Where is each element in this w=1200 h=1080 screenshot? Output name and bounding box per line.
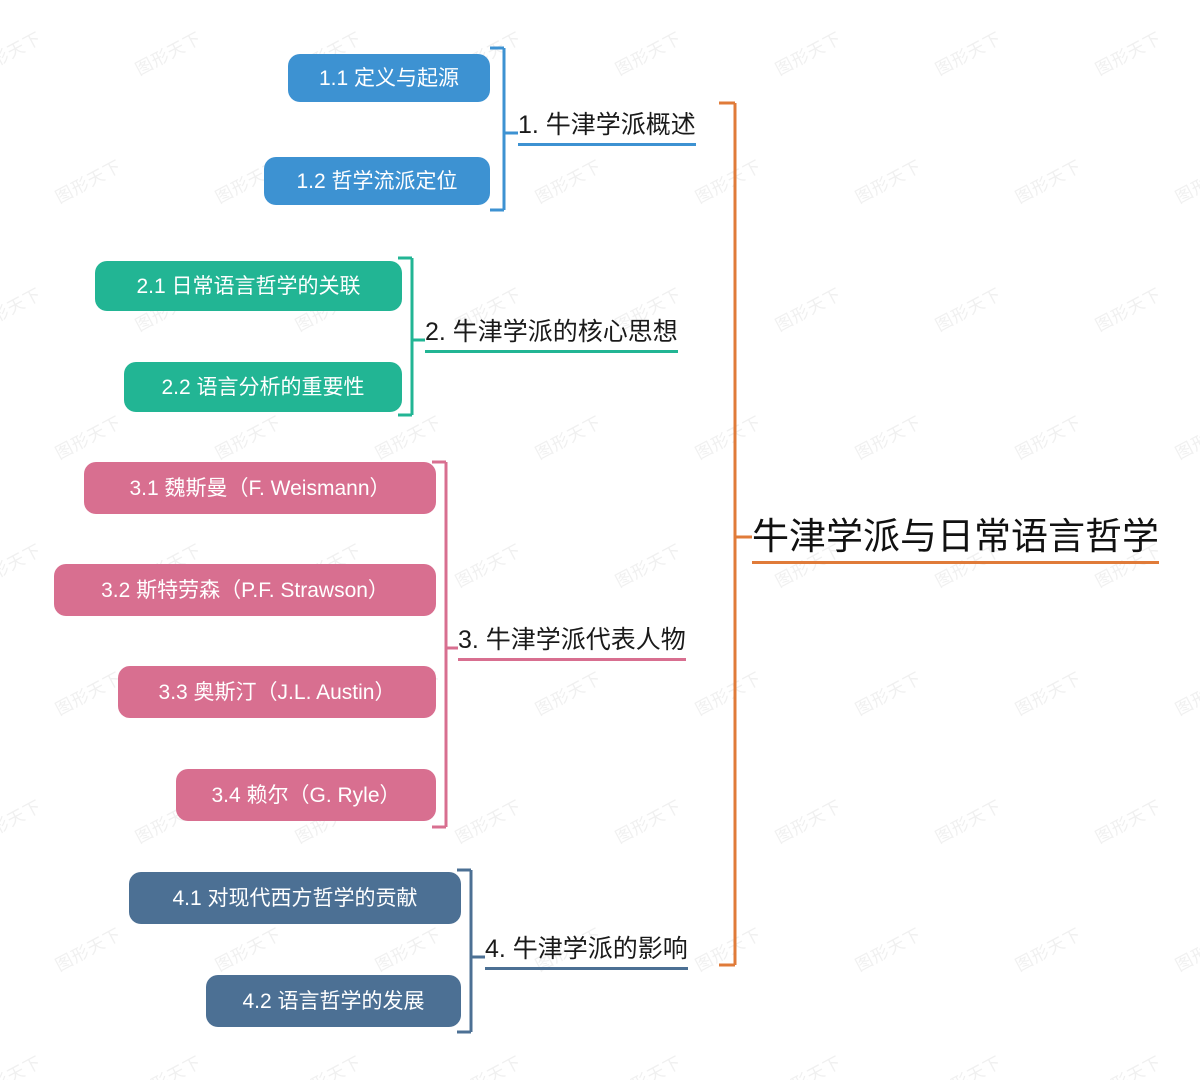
watermark-text: 图形天下 (292, 1052, 366, 1080)
watermark-text: 图形天下 (372, 412, 446, 465)
leaf-node[interactable]: 3.1 魏斯曼（F. Weismann） (84, 462, 436, 514)
watermark-text: 图形天下 (772, 1052, 846, 1080)
watermark-text: 图形天下 (52, 412, 126, 465)
watermark-text: 图形天下 (1092, 28, 1166, 81)
watermark-text: 图形天下 (612, 796, 686, 849)
watermark-text: 图形天下 (212, 412, 286, 465)
leaf-node[interactable]: 2.2 语言分析的重要性 (124, 362, 402, 412)
watermark-text: 图形天下 (0, 540, 46, 593)
watermark-text: 图形天下 (132, 1052, 206, 1080)
watermark-text: 图形天下 (1172, 412, 1200, 465)
watermark-text: 图形天下 (692, 668, 766, 721)
watermark-text: 图形天下 (852, 668, 926, 721)
watermark-text: 图形天下 (692, 156, 766, 209)
watermark-text: 图形天下 (932, 796, 1006, 849)
watermark-text: 图形天下 (772, 28, 846, 81)
leaf-node[interactable]: 3.2 斯特劳森（P.F. Strawson） (54, 564, 436, 616)
branch-label-2[interactable]: 2. 牛津学派的核心思想 (425, 320, 678, 353)
watermark-text: 图形天下 (852, 924, 926, 977)
watermark-text: 图形天下 (532, 412, 606, 465)
watermark-text: 图形天下 (52, 668, 126, 721)
watermark-text: 图形天下 (52, 156, 126, 209)
watermark-text: 图形天下 (932, 28, 1006, 81)
watermark-text: 图形天下 (1172, 668, 1200, 721)
watermark-text: 图形天下 (212, 924, 286, 977)
watermark-text: 图形天下 (532, 156, 606, 209)
watermark-text: 图形天下 (1012, 924, 1086, 977)
watermark-text: 图形天下 (52, 924, 126, 977)
branch-label-4[interactable]: 4. 牛津学派的影响 (485, 937, 688, 970)
watermark-text: 图形天下 (452, 540, 526, 593)
watermark-text: 图形天下 (1172, 156, 1200, 209)
watermark-text: 图形天下 (692, 924, 766, 977)
watermark-text: 图形天下 (1012, 668, 1086, 721)
watermark-text: 图形天下 (692, 412, 766, 465)
leaf-node[interactable]: 3.4 赖尔（G. Ryle） (176, 769, 436, 821)
watermark-text: 图形天下 (0, 796, 46, 849)
watermark-text: 图形天下 (0, 1052, 46, 1080)
leaf-node[interactable]: 4.2 语言哲学的发展 (206, 975, 461, 1027)
watermark-text: 图形天下 (1172, 924, 1200, 977)
watermark-text: 图形天下 (932, 284, 1006, 337)
leaf-node[interactable]: 2.1 日常语言哲学的关联 (95, 261, 402, 311)
watermark-text: 图形天下 (612, 28, 686, 81)
branch-label-3[interactable]: 3. 牛津学派代表人物 (458, 628, 686, 661)
watermark-text: 图形天下 (852, 156, 926, 209)
watermark-text: 图形天下 (612, 1052, 686, 1080)
watermark-text: 图形天下 (1092, 284, 1166, 337)
branch-label-1[interactable]: 1. 牛津学派概述 (518, 113, 696, 146)
watermark-text: 图形天下 (1012, 156, 1086, 209)
watermark-text: 图形天下 (1012, 412, 1086, 465)
watermark-text: 图形天下 (612, 540, 686, 593)
watermark-text: 图形天下 (772, 284, 846, 337)
leaf-node[interactable]: 4.1 对现代西方哲学的贡献 (129, 872, 461, 924)
watermark-text: 图形天下 (452, 1052, 526, 1080)
watermark-text: 图形天下 (1092, 796, 1166, 849)
watermark-text: 图形天下 (1092, 1052, 1166, 1080)
watermark-text: 图形天下 (452, 796, 526, 849)
leaf-node[interactable]: 1.1 定义与起源 (288, 54, 490, 102)
root-node[interactable]: 牛津学派与日常语言哲学 (752, 518, 1159, 564)
watermark-text: 图形天下 (132, 28, 206, 81)
watermark-text: 图形天下 (772, 796, 846, 849)
watermark-text: 图形天下 (852, 412, 926, 465)
watermark-text: 图形天下 (0, 284, 46, 337)
watermark-text: 图形天下 (372, 924, 446, 977)
leaf-node[interactable]: 1.2 哲学流派定位 (264, 157, 490, 205)
watermark-text: 图形天下 (932, 1052, 1006, 1080)
leaf-node[interactable]: 3.3 奥斯汀（J.L. Austin） (118, 666, 436, 718)
watermark-text: 图形天下 (532, 668, 606, 721)
watermark-text: 图形天下 (0, 28, 46, 81)
